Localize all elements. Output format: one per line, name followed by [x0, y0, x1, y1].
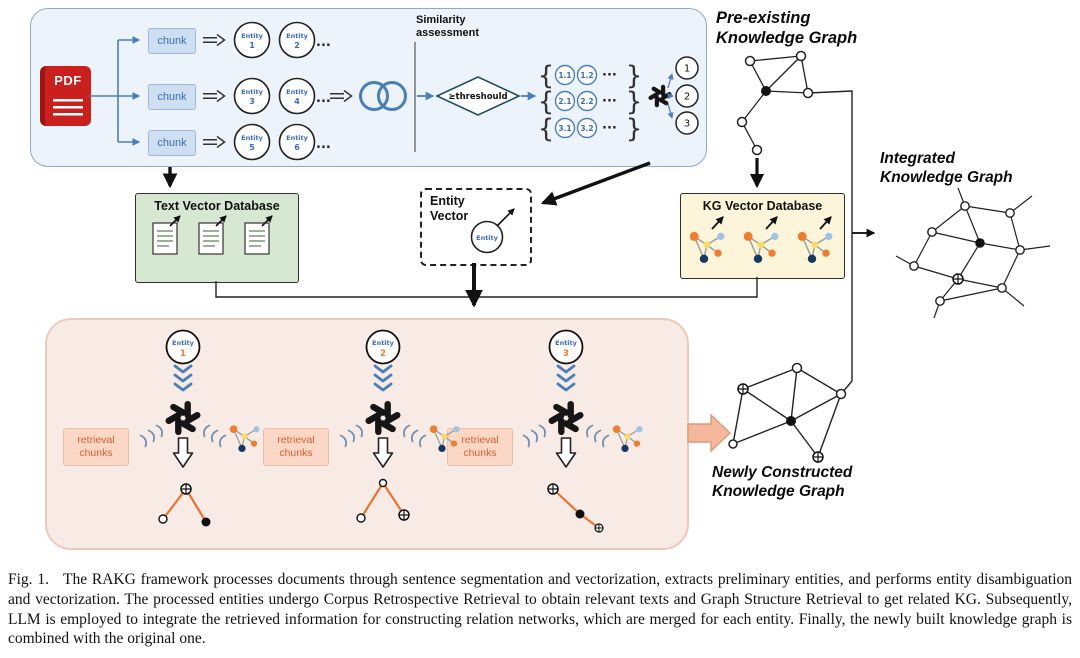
pdf-label: PDF	[54, 73, 82, 88]
newly-constructed-kg-title: Newly Constructed Knowledge Graph	[712, 464, 853, 500]
preexisting-kg-title: Pre-existing Knowledge Graph	[716, 9, 858, 48]
figure-caption: Fig. 1.The RAKG framework processes docu…	[8, 570, 1072, 649]
pdf-text-lines	[53, 99, 83, 118]
similarity-assessment-label: Similarity assessment	[416, 14, 479, 40]
retrieval-panel	[45, 318, 689, 550]
figure-number: Fig. 1.	[8, 571, 49, 588]
entity-vector-box: Entity Vector	[420, 188, 532, 266]
pdf-icon: PDF	[40, 66, 91, 126]
caption-text: The RAKG framework processes documents t…	[8, 571, 1072, 648]
block-arrow-icon	[687, 413, 732, 453]
integrated-kg-graph	[895, 187, 1051, 319]
newly-constructed-kg-graph	[728, 362, 847, 463]
document-processing-panel	[30, 8, 707, 167]
text-vector-database-title: Text Vector Database	[154, 199, 280, 213]
chunk-box-1: chunk	[148, 28, 196, 54]
retrieval-chunks-label-2: retrieval chunks	[263, 428, 329, 466]
text-vector-database-box: Text Vector Database	[135, 193, 299, 283]
kg-vector-database-box: KG Vector Database	[680, 193, 845, 279]
retrieval-chunks-label-1: retrieval chunks	[63, 428, 129, 466]
chunk-box-2: chunk	[148, 84, 196, 110]
integrated-kg-title: Integrated Knowledge Graph	[880, 150, 1013, 186]
chunk-box-3: chunk	[148, 130, 196, 156]
entity-vector-title: Entity Vector	[430, 194, 469, 223]
kg-vector-database-title: KG Vector Database	[702, 199, 823, 213]
preexisting-kg-graph	[736, 50, 814, 156]
retrieval-chunks-label-3: retrieval chunks	[447, 428, 513, 466]
